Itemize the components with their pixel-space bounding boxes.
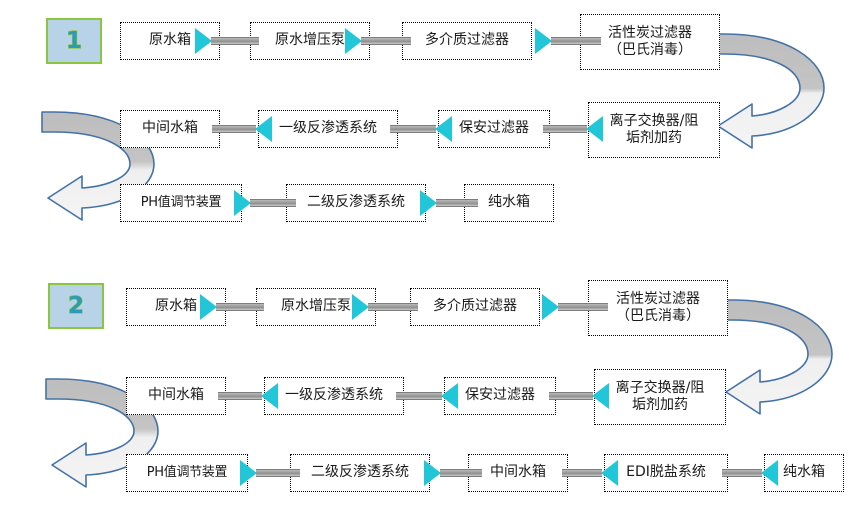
node-pure-water-tank[interactable]: 纯水箱 [764, 454, 844, 492]
node-raw-water-booster-pump[interactable]: 原水增压泵 [256, 288, 376, 326]
node-activated-carbon-filter[interactable]: 活性炭过滤器 （巴氏消毒） [580, 14, 720, 70]
node-first-stage-ro-system[interactable]: 一级反渗透系统 [258, 110, 398, 148]
node-ph-adjustment-device[interactable]: PH值调节装置 [126, 454, 248, 492]
node-raw-water-tank[interactable]: 原水箱 [120, 22, 220, 60]
node-multimedia-filter[interactable]: 多介质过滤器 [410, 288, 540, 326]
node-activated-carbon-filter[interactable]: 活性炭过滤器 （巴氏消毒） [588, 280, 728, 336]
node-intermediate-water-tank[interactable]: 中间水箱 [120, 110, 220, 148]
node-ph-adjustment-device[interactable]: PH值调节装置 [120, 184, 242, 222]
node-intermediate-water-tank[interactable]: 中间水箱 [468, 454, 568, 492]
node-raw-water-tank[interactable]: 原水箱 [126, 288, 226, 326]
node-ion-exchanger-antiscalant[interactable]: 离子交换器/阻 垢剂加药 [588, 102, 720, 158]
diagram-2-badge: 2 [48, 283, 104, 329]
node-pure-water-tank[interactable]: 纯水箱 [464, 184, 554, 222]
node-second-stage-ro-system[interactable]: 二级反渗透系统 [286, 184, 426, 222]
diagram-1-badge: 1 [46, 18, 102, 64]
diagram-1-badge-number: 1 [65, 27, 82, 54]
curved-uturn-arrow-right-icon [712, 33, 825, 149]
node-security-filter[interactable]: 保安过滤器 [438, 110, 550, 148]
node-multimedia-filter[interactable]: 多介质过滤器 [402, 22, 532, 60]
node-first-stage-ro-system[interactable]: 一级反渗透系统 [264, 377, 404, 415]
node-second-stage-ro-system[interactable]: 二级反渗透系统 [290, 454, 430, 492]
node-edi-desalination-system[interactable]: EDI脱盐系统 [604, 454, 728, 492]
node-security-filter[interactable]: 保安过滤器 [444, 377, 556, 415]
node-intermediate-water-tank[interactable]: 中间水箱 [126, 377, 226, 415]
curved-uturn-arrow-right-icon [720, 299, 833, 415]
node-raw-water-booster-pump[interactable]: 原水增压泵 [250, 22, 370, 60]
node-ion-exchanger-antiscalant[interactable]: 离子交换器/阻 垢剂加药 [594, 369, 726, 425]
diagram-2-badge-number: 2 [67, 292, 84, 319]
